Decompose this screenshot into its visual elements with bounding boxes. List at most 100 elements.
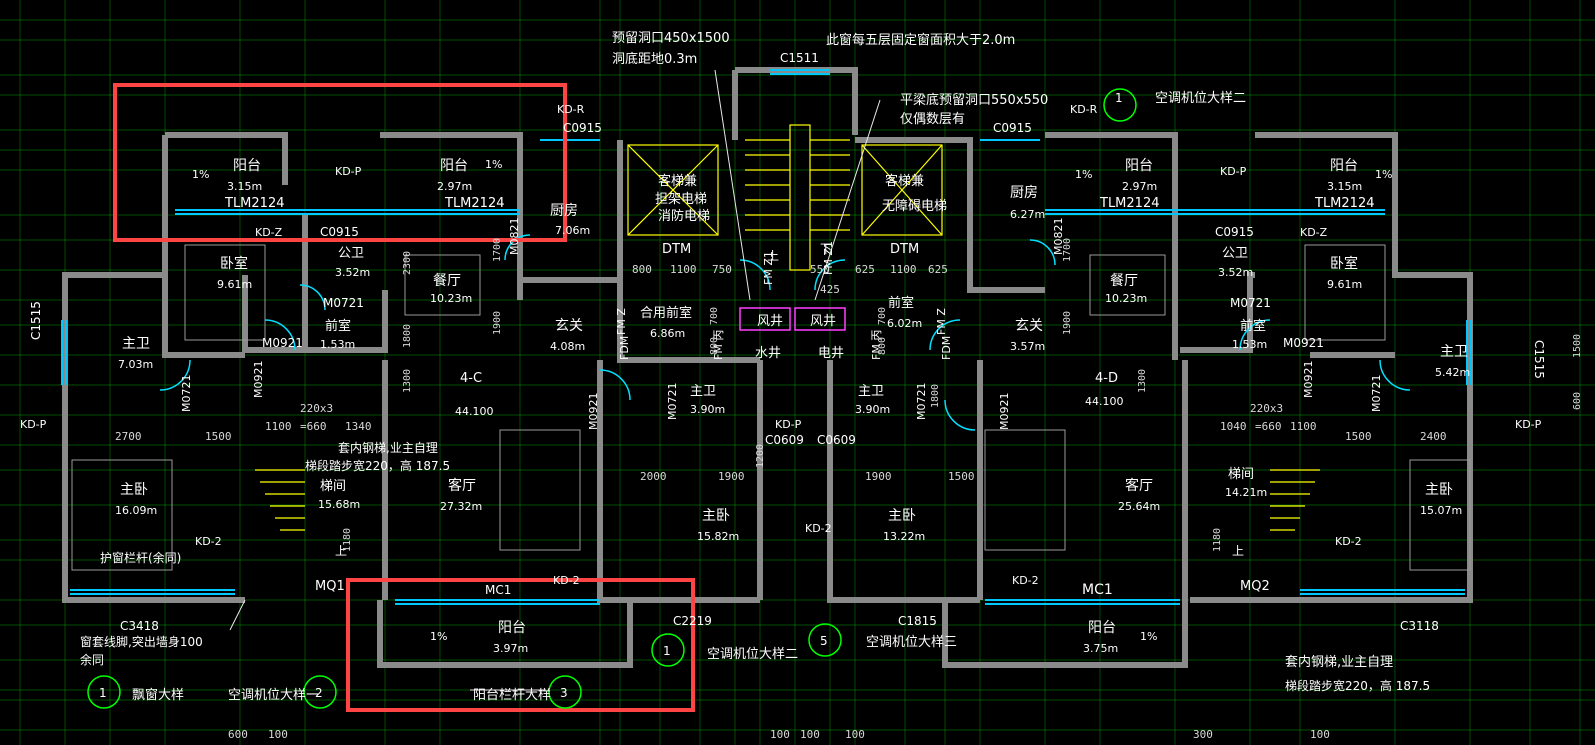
room-pubbath: 公卫 bbox=[1222, 246, 1248, 261]
dim: 1200 bbox=[755, 444, 766, 468]
room-mbed: 主卧 bbox=[120, 482, 148, 498]
code-m0921: M0921 bbox=[1283, 336, 1324, 350]
code-c2219: C2219 bbox=[673, 614, 712, 628]
room-entry: 玄关 bbox=[555, 317, 583, 334]
elev-label: 客梯兼 bbox=[885, 173, 924, 189]
dim: 2300 bbox=[402, 251, 413, 275]
code-m0821: M0821 bbox=[1052, 218, 1065, 256]
code-kdr: KD-R bbox=[557, 103, 585, 116]
slope: 1% bbox=[1375, 168, 1392, 181]
detail-num: 1 bbox=[99, 686, 107, 700]
note-bay-detail: 飘窗大样 bbox=[132, 687, 184, 703]
code-m0921: M0921 bbox=[998, 393, 1011, 431]
room-mbed: 主卧 bbox=[1425, 482, 1453, 498]
code-m0921: M0921 bbox=[252, 361, 265, 399]
room-balcony: 阳台 bbox=[233, 158, 261, 174]
area: 9.61m bbox=[217, 278, 252, 291]
detail-markers bbox=[87, 88, 1137, 709]
stair-note: 梯段踏步宽220，高 187.5 bbox=[305, 458, 450, 473]
area: 2.97m bbox=[1122, 180, 1157, 193]
dim: 1040 bbox=[1220, 420, 1247, 433]
area: 3.75m bbox=[1083, 642, 1118, 655]
dim: 1900 bbox=[865, 470, 892, 483]
code-tlm: TLM2124 bbox=[1099, 196, 1159, 211]
code-tlm: TLM2124 bbox=[1314, 196, 1374, 211]
dim: 1900 bbox=[718, 470, 745, 483]
dim: 1900 bbox=[1062, 311, 1073, 335]
code-m0721: M0721 bbox=[180, 375, 193, 413]
code-m0921: M0921 bbox=[262, 336, 303, 350]
code-kdp: KD-P bbox=[1515, 418, 1542, 431]
code-dtm: DTM bbox=[890, 242, 919, 257]
code-tlm: TLM2124 bbox=[444, 196, 504, 211]
elevator-shafts bbox=[627, 144, 943, 236]
room-mbath: 主卫 bbox=[858, 384, 884, 399]
area: 3.90m bbox=[855, 403, 890, 416]
room-dining: 餐厅 bbox=[433, 273, 461, 289]
area: 10.23m bbox=[1105, 292, 1147, 305]
dim: 300 bbox=[1193, 728, 1213, 741]
area: 3.90m bbox=[690, 403, 725, 416]
area: 3.57m bbox=[1010, 340, 1045, 353]
stair-down: 下 bbox=[820, 242, 832, 256]
elev-label: 无障碍电梯 bbox=[882, 199, 947, 214]
code-m0921: M0921 bbox=[587, 393, 600, 431]
dim: 1500 bbox=[205, 430, 232, 443]
room-bedroom: 卧室 bbox=[1330, 255, 1358, 272]
code-mc1: MC1 bbox=[1082, 582, 1113, 598]
code-kdz: KD-Z bbox=[255, 226, 283, 239]
room-mbath: 主卫 bbox=[122, 336, 150, 352]
code-kd2: KD-2 bbox=[553, 574, 580, 587]
furniture bbox=[71, 244, 1471, 571]
room-pubbath: 公卫 bbox=[338, 246, 364, 261]
slope: 1% bbox=[192, 168, 209, 181]
area: 15.82m bbox=[697, 530, 739, 543]
note-ac-1: 空调机位大样一 bbox=[228, 688, 319, 703]
dim: 625 bbox=[855, 263, 875, 276]
code-c0609: C0609 bbox=[765, 433, 804, 447]
dim: 220x3 bbox=[1250, 402, 1283, 415]
area: 6.27m bbox=[1010, 208, 1045, 221]
code-tlm: TLM2124 bbox=[224, 196, 284, 211]
area: 1.53m bbox=[1232, 338, 1267, 351]
highlight-box-balconies bbox=[113, 83, 567, 242]
stair-up: 上 bbox=[335, 544, 347, 558]
slope: 1% bbox=[430, 630, 447, 643]
code-c0915: C0915 bbox=[1215, 225, 1254, 239]
dim: =660 bbox=[1255, 420, 1282, 433]
dim: 800 bbox=[632, 263, 652, 276]
dim: 1800 bbox=[402, 324, 413, 348]
area: 10.23m bbox=[430, 292, 472, 305]
note-hole: 预留洞口450x1500 bbox=[612, 31, 730, 46]
code-fdm: FDM bbox=[940, 336, 953, 360]
dim: 1700 bbox=[492, 238, 503, 262]
room-stair: 梯间 bbox=[1228, 467, 1254, 482]
area: 13.22m bbox=[883, 530, 925, 543]
area: 1.53m bbox=[320, 338, 355, 351]
detail-num: 5 bbox=[820, 634, 828, 648]
room-mbed: 主卧 bbox=[702, 508, 730, 524]
dim: 1340 bbox=[345, 420, 372, 433]
code-c0915: C0915 bbox=[993, 121, 1032, 135]
level: 44.100 bbox=[1085, 395, 1124, 408]
dim: 1100 bbox=[1290, 420, 1317, 433]
level: 44.100 bbox=[455, 405, 494, 418]
code-c1515: C1515 bbox=[29, 301, 43, 340]
air-shafts bbox=[739, 307, 846, 331]
code-kd2: KD-2 bbox=[1012, 574, 1039, 587]
code-mc1: MC1 bbox=[485, 583, 511, 597]
stair-up: 上 bbox=[767, 249, 779, 263]
dim: 600 bbox=[228, 728, 248, 741]
area: 16.09m bbox=[115, 504, 157, 517]
code-m0721: M0721 bbox=[1230, 296, 1271, 310]
code-c0609: C0609 bbox=[817, 433, 856, 447]
slope: 1% bbox=[1075, 168, 1092, 181]
code-kdp: KD-P bbox=[20, 418, 47, 431]
stair-up: 上 bbox=[1232, 544, 1244, 558]
elev-label: 消防电梯 bbox=[658, 208, 710, 224]
code-fm: FM 丙 bbox=[870, 330, 883, 360]
area: 6.02m bbox=[887, 317, 922, 330]
code-kdp: KD-P bbox=[775, 418, 802, 431]
